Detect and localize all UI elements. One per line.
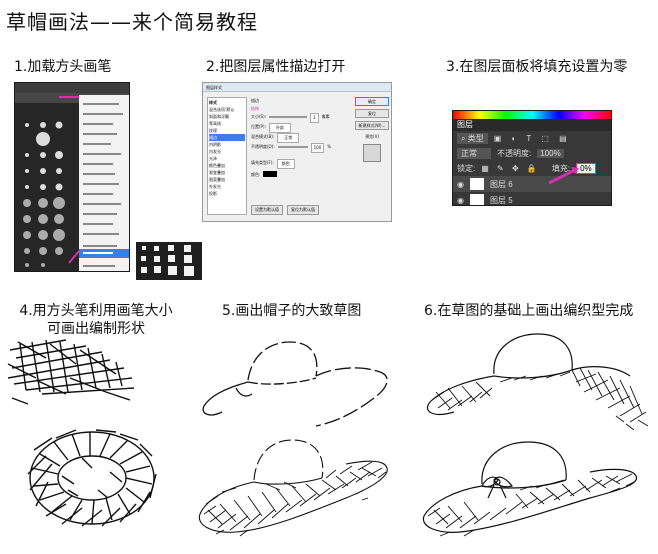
step4-weave-sketch [6,338,186,548]
opacity-slider[interactable] [277,146,308,148]
layer-thumbnail [469,178,484,190]
set-default-button[interactable]: 设置为默认值 [251,205,283,215]
step5-hat-weave-sketch [196,430,396,548]
style-item[interactable]: 外发光 [209,184,221,189]
layers-panel: 图层 ⌕ 类型 ▣ ◐ T ⬚ ▤ 正常 不透明度: 100% 锁定: ▦ ✎ … [452,110,612,206]
layer-row[interactable]: ◉ 图层 6 [453,176,611,192]
style-item[interactable]: 渐变叠加 [209,170,225,175]
size-value[interactable]: 3 [310,113,319,123]
step5-hat-outline-sketch [196,336,396,432]
style-item[interactable]: 颜色叠加 [209,163,225,168]
blend-mode-select[interactable]: 正常 [457,148,491,159]
step4-caption: 4.用方头笔利用画笔大小 可画出编制形状 [14,302,178,338]
stroke-color-swatch[interactable] [263,171,278,177]
layer-name[interactable]: 图层 5 [489,195,513,205]
preview-checkbox[interactable]: 预览(V) [365,134,379,139]
blend-label: 混合模式(B): [251,134,275,139]
page-title: 草帽画法——来个简易教程 [6,10,258,34]
blend-opacity-row: 正常 不透明度: 100% [453,146,611,161]
kind-filter-label: 类型 [467,134,484,143]
style-item[interactable]: 图案叠加 [209,177,225,182]
layer-name[interactable]: 图层 6 [489,179,513,189]
stroke-settings: 描边 结构 大小(S): 3 像素 位置(P): 外部 混合模式(B): 正常 … [251,97,351,215]
opacity-value[interactable]: 100 [310,143,325,153]
lock-label: 锁定: [457,164,476,173]
step4-caption-line1: 4.用方头笔利用画笔大小 [19,303,173,319]
style-item[interactable]: 内发光 [209,149,221,154]
color-ramp [453,111,611,119]
bow-detail [481,476,514,499]
default-buttons: 设置为默认值 复位为默认值 [251,205,351,215]
tab-layers[interactable]: 图层 [457,120,473,129]
step6-hat-weave-bow [420,428,652,548]
reset-button[interactable]: 复位 [355,109,389,118]
blend-row: 混合模式(B): 正常 [251,133,351,143]
search-icon: ⌕ [461,134,466,143]
fill-label: 填充: [551,164,571,173]
step4-caption-line2: 可画出编制形状 [47,321,145,337]
filter-icons: ▣ ◐ T ⬚ ▤ [493,134,571,143]
dialog-title: 图层样式 [206,85,222,90]
dialog-styles-list: 样式 混合选项:默认 斜面和浮雕 等高线 纹理 描边 内阴影 内发光 光泽 颜色… [207,97,247,215]
opacity-row: 不透明度(O): 100 % [251,143,351,153]
step5-caption: 5.画出帽子的大致草图 [222,303,362,319]
step1-caption: 1.加载方头画笔 [14,59,112,75]
position-row: 位置(P): 外部 [251,123,351,133]
opacity-input[interactable]: 100% [537,149,564,158]
brush-preset-grid [15,83,129,271]
style-item[interactable]: 投影 [209,191,217,196]
step6-caption: 6.在草图的基础上画出编织型完成 [424,303,634,319]
opacity-unit: % [327,144,332,149]
position-select[interactable]: 外部 [268,123,291,133]
structure-label: 结构 [251,106,259,111]
fill-type-row: 填充类型(F): 颜色 [251,159,351,169]
ok-button[interactable]: 确定 [355,97,389,106]
square-brush-preview [136,242,202,280]
layer-row[interactable]: ◉ 图层 5 [453,192,611,205]
step2-caption: 2.把图层属性描边打开 [206,59,346,75]
style-item[interactable]: 等高线 [209,121,221,126]
lock-icons[interactable]: ▦ ✎ ✥ 🔒 [481,164,540,173]
step3-caption: 3.在图层面板将填充设置为零 [446,59,628,75]
dialog-buttons: 确定 复位 新建样式(W)... 预览(V) [355,97,389,162]
fill-type-label: 填充类型(F): [251,160,274,165]
style-item-stroke-selected[interactable]: 描边 [209,134,245,141]
style-item[interactable]: 纹理 [209,128,217,133]
kind-filter-select[interactable]: ⌕ 类型 [457,133,488,144]
color-row: 颜色: [251,171,351,179]
weave-ring [27,429,157,527]
position-label: 位置(P): [251,124,266,129]
style-item[interactable]: 斜面和浮雕 [209,114,229,119]
styles-header: 样式 [209,100,217,105]
size-row: 大小(S): 3 像素 [251,113,351,123]
filter-row: ⌕ 类型 ▣ ◐ T ⬚ ▤ [453,131,611,146]
layers-tab-bar: 图层 [453,119,611,131]
size-unit: 像素 [321,114,330,119]
eye-icon[interactable]: ◉ [457,179,464,189]
size-label: 大小(S): [251,114,267,119]
color-label: 颜色: [251,172,261,177]
fill-highlight-arrow [548,167,579,185]
weave-strip-top [7,339,135,405]
preview-swatch [363,144,381,162]
style-item[interactable]: 混合选项:默认 [209,107,235,112]
opacity-label: 不透明度: [497,149,532,158]
reset-default-button[interactable]: 复位为默认值 [287,205,319,215]
layer-thumbnail [469,194,484,205]
fill-type-select[interactable]: 颜色 [276,159,295,169]
layer-style-dialog: 图层样式 样式 混合选项:默认 斜面和浮雕 等高线 纹理 描边 内阴影 内发光 … [202,82,392,222]
new-style-button[interactable]: 新建样式(W)... [355,121,389,130]
opacity-label: 不透明度(O): [251,144,275,149]
blend-select[interactable]: 正常 [277,133,300,143]
stroke-section-label: 描边 [251,98,259,103]
style-item[interactable]: 光泽 [209,156,217,161]
eye-icon[interactable]: ◉ [457,195,464,205]
step6-hat-weave-top [420,330,652,432]
size-slider[interactable] [269,116,308,118]
step1-brush-panel-screenshot [14,82,130,272]
dialog-titlebar: 图层样式 [203,83,391,92]
style-item[interactable]: 内阴影 [209,142,221,147]
